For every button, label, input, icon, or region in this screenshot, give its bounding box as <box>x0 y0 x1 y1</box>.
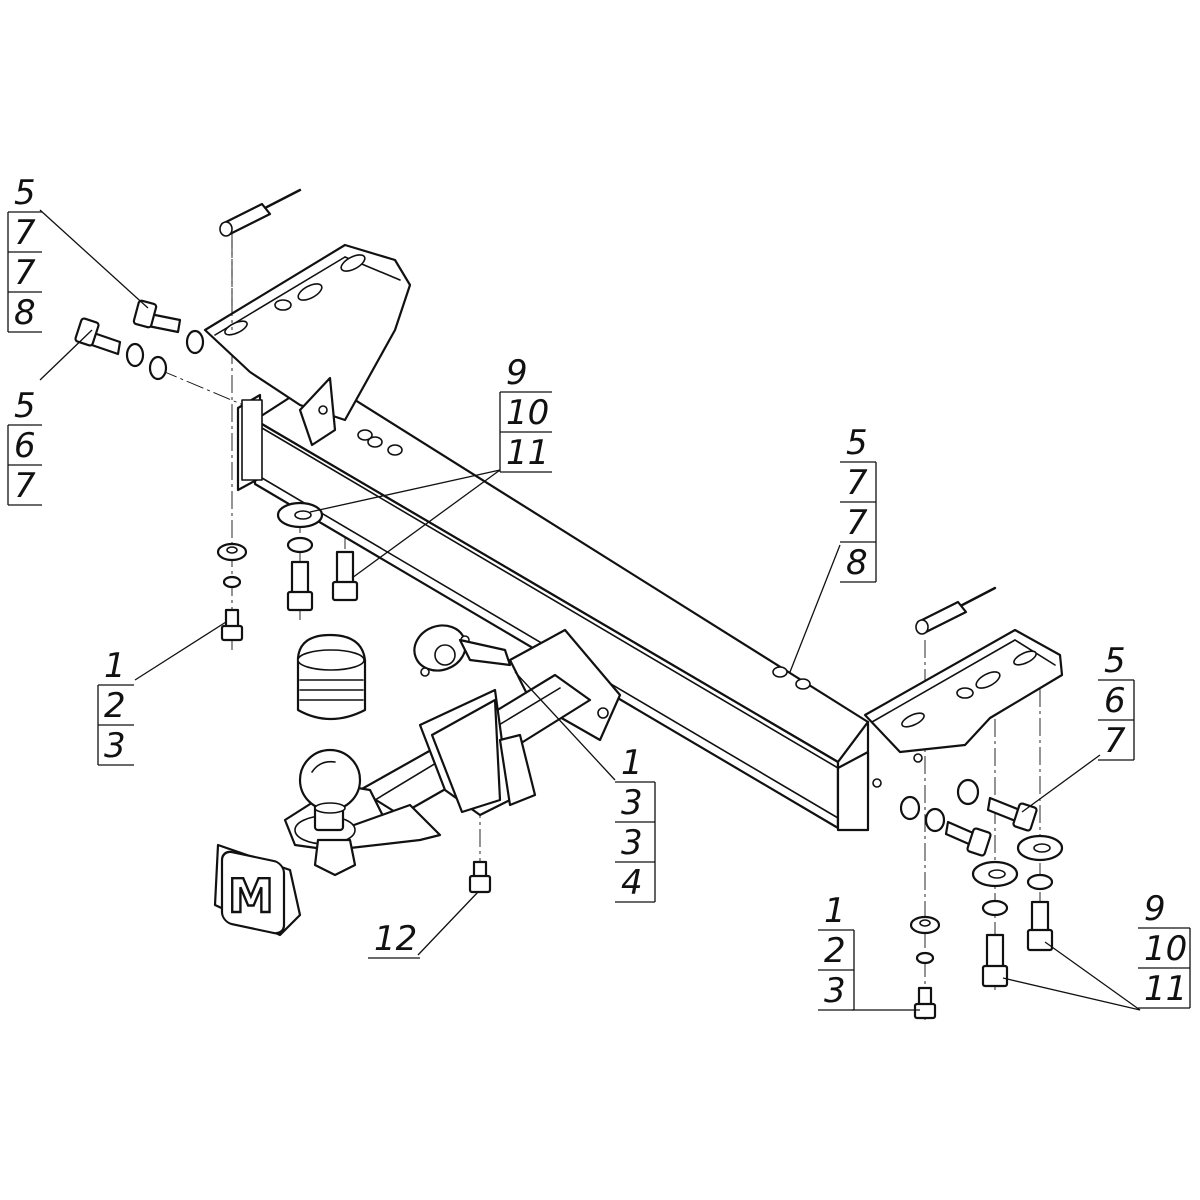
beam-bolts <box>357 429 811 690</box>
callout-number: 2 <box>104 686 126 726</box>
callout-number: 1 <box>621 743 643 783</box>
callout-number: 5 <box>846 423 868 463</box>
logo-letter: M <box>228 869 274 923</box>
crossbar-beam <box>253 376 870 830</box>
callout-number: 3 <box>621 783 643 823</box>
callout-number: 7 <box>1104 721 1126 761</box>
callout-number: 5 <box>1104 641 1126 681</box>
callout-drain-bolt: 12 <box>368 919 420 959</box>
callout-number: 5 <box>14 173 36 213</box>
callout-number: 8 <box>846 543 868 583</box>
callout-number: 7 <box>846 463 868 503</box>
callout-number: 7 <box>14 213 36 253</box>
callout-number: 1 <box>824 891 846 931</box>
callout-number: 1 <box>104 646 126 686</box>
callout-number: 10 <box>1144 929 1187 969</box>
callout-left-lower-bolt: 123 <box>97 646 134 766</box>
callout-number: 6 <box>1104 681 1126 721</box>
ball-cover-cap <box>296 633 367 720</box>
callout-number: 5 <box>14 386 36 426</box>
callout-number: 3 <box>824 971 846 1011</box>
callout-number: 6 <box>14 426 36 466</box>
callout-number: 4 <box>621 863 643 903</box>
leader-lines <box>39 209 1141 1011</box>
callout-number: 9 <box>506 353 528 393</box>
callout-number: 10 <box>506 393 549 433</box>
callout-number: 12 <box>374 919 417 959</box>
callout-right-lower-bolt: 123 <box>818 891 855 1011</box>
left-mounting-bracket <box>203 243 412 492</box>
callout-right-side-bolt: 567 <box>1098 641 1135 761</box>
callout-number: 7 <box>846 503 868 543</box>
callout-number: 2 <box>824 931 846 971</box>
callout-number: 3 <box>104 726 126 766</box>
callout-number: 3 <box>621 823 643 863</box>
callout-left-side-bolt: 567 <box>7 386 42 506</box>
callout-number: 7 <box>14 466 36 506</box>
drawbar-assembly <box>283 624 622 877</box>
callout-number: 11 <box>1144 969 1187 1009</box>
callout-number: 11 <box>506 433 549 473</box>
callout-number: 8 <box>14 293 36 333</box>
callout-number: 9 <box>1144 889 1166 929</box>
left-fasteners <box>74 188 359 642</box>
right-mounting-bracket <box>836 628 1064 832</box>
callout-number: 7 <box>14 253 36 293</box>
right-fasteners <box>468 586 1064 1020</box>
socket-cover-plate: M <box>213 843 302 937</box>
